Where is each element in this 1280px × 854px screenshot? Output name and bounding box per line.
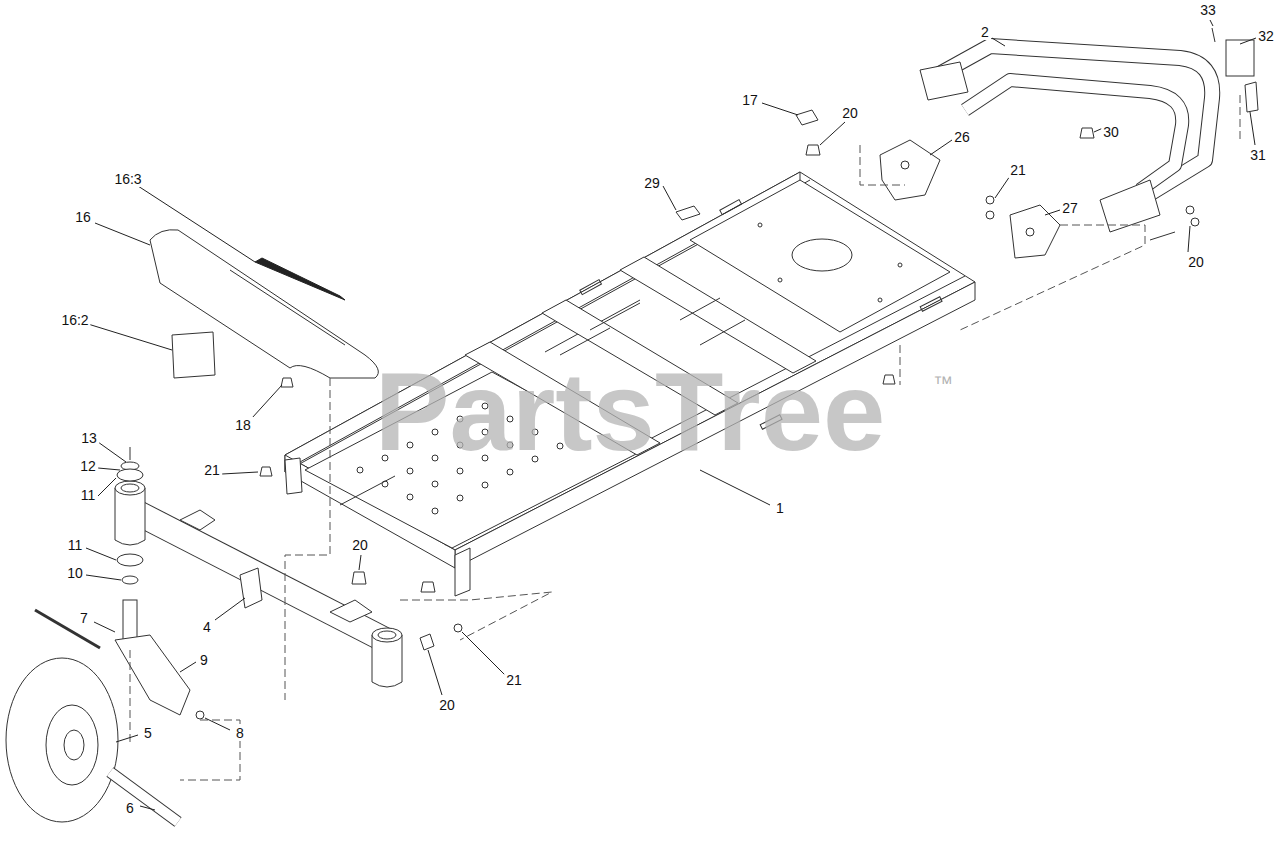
callout-number: 11: [66, 537, 85, 553]
callout-number: 10: [65, 565, 85, 581]
callout-number: 33: [1198, 2, 1218, 18]
callout-number: 6: [124, 800, 136, 816]
shroud: [150, 230, 378, 378]
rollbar: [920, 40, 1258, 232]
callout-number: 11: [79, 487, 98, 503]
wheel: [6, 658, 118, 822]
callout-number: 16: [73, 209, 93, 225]
callout-number: 32: [1256, 28, 1276, 44]
callout-number: 31: [1248, 147, 1268, 163]
callout-number: 20: [350, 537, 370, 553]
callout-number: 21: [202, 462, 222, 478]
callout-number: 4: [201, 619, 213, 635]
callout-number: 2: [979, 24, 991, 40]
callout-number: 16:2: [59, 312, 90, 328]
callout-number: 1: [774, 500, 786, 516]
callout-number: 26: [952, 129, 972, 145]
callout-number: 20: [1186, 254, 1206, 270]
callout-number: 21: [1008, 162, 1028, 178]
callout-number: 30: [1101, 124, 1121, 140]
callout-number: 13: [79, 430, 99, 446]
callout-number: 5: [142, 725, 154, 741]
callout-number: 9: [198, 652, 210, 668]
callout-number: 12: [78, 458, 98, 474]
trademark-mark: ™: [933, 372, 953, 395]
callout-number: 29: [642, 175, 662, 191]
watermark: PartsTree: [375, 356, 886, 468]
callout-number: 27: [1060, 200, 1080, 216]
callout-number: 16:3: [112, 171, 143, 187]
callout-number: 21: [504, 672, 524, 688]
callout-number: 17: [740, 92, 760, 108]
main-frame: [285, 172, 975, 596]
callout-number: 20: [437, 697, 457, 713]
callout-number: 20: [840, 105, 860, 121]
callout-number: 18: [233, 417, 253, 433]
callout-number: 8: [234, 725, 246, 741]
callout-number: 7: [78, 610, 90, 626]
